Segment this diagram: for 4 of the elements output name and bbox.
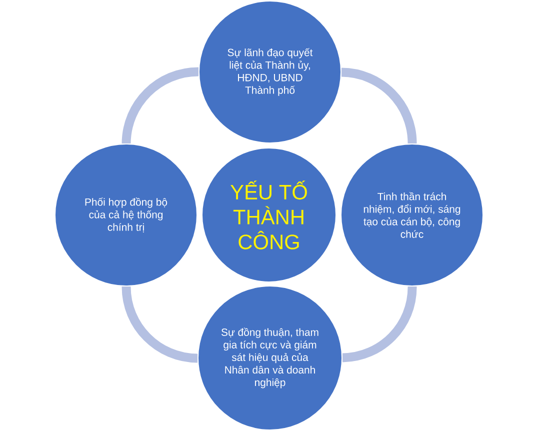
ring-arc xyxy=(341,68,417,144)
ring-arc xyxy=(342,286,417,362)
ring-arc xyxy=(122,67,199,144)
ring-arc xyxy=(122,286,198,363)
